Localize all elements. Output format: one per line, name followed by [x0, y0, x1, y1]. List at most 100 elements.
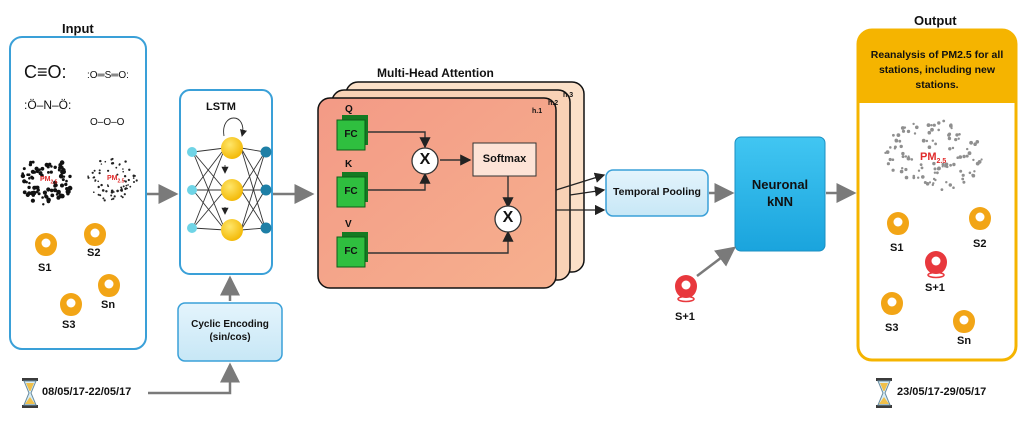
particle: [104, 160, 107, 163]
particle: [134, 175, 136, 177]
particle: [99, 194, 102, 197]
particle: [122, 168, 124, 170]
particle: [50, 193, 55, 198]
particle: [954, 138, 958, 142]
particle: [949, 124, 952, 127]
particle: [906, 129, 911, 134]
particle: [930, 124, 933, 127]
particle: [116, 173, 119, 176]
particle: [940, 188, 944, 192]
particle: [103, 199, 106, 202]
particle: [931, 139, 934, 142]
particle: [34, 185, 38, 190]
particle: [61, 178, 65, 182]
input-title: Input: [62, 21, 94, 36]
particle: [116, 189, 119, 193]
particle: [975, 140, 980, 144]
particle: [55, 193, 59, 196]
particle: [110, 191, 114, 194]
particle: [20, 173, 26, 179]
particle: [132, 174, 136, 178]
particle: [901, 167, 904, 170]
hourglass-icon: [875, 377, 893, 409]
cyclic-encoding-label: Cyclic Encoding (sin/cos): [178, 318, 282, 344]
particle: [915, 125, 919, 130]
particle: [58, 193, 64, 199]
particle: [885, 150, 890, 155]
particle: [44, 194, 48, 198]
particle: [944, 164, 947, 168]
particle: [958, 133, 961, 136]
particle: [41, 196, 44, 199]
cyclic-encoding-line2: (sin/cos): [209, 332, 251, 343]
key-label: K: [345, 159, 353, 170]
hourglass-icon: [21, 377, 39, 409]
fc-label-v: FC: [344, 246, 358, 257]
particle: [28, 181, 31, 185]
particle: [31, 190, 37, 196]
particle: [903, 126, 907, 129]
particle: [904, 155, 908, 158]
value-label: V: [345, 219, 352, 230]
particle: [968, 171, 972, 175]
output-date-range: 23/05/17-29/05/17: [897, 386, 987, 398]
particle: [932, 161, 936, 166]
particle: [100, 183, 103, 187]
particle: [917, 176, 920, 179]
particle: [107, 185, 110, 188]
multiply-node-v: [494, 205, 522, 233]
particle: [37, 192, 41, 196]
output-header-bg: [858, 30, 1016, 103]
particle: [121, 196, 124, 199]
particle: [132, 177, 135, 179]
new-station-pin-icon: [924, 250, 948, 279]
station-pin-icon: [98, 274, 120, 297]
station-pin-icon: [887, 212, 909, 235]
particle: [933, 167, 937, 171]
head-label-h1: h.1: [532, 108, 543, 115]
station-label-s3: S3: [62, 319, 76, 331]
particle: [127, 178, 130, 182]
particle: [961, 177, 965, 181]
particle: [48, 162, 52, 166]
particle: [65, 179, 68, 183]
particle: [921, 138, 926, 143]
particle: [927, 130, 932, 135]
particle: [25, 192, 30, 197]
fc-label-q: FC: [344, 129, 358, 140]
particle: [893, 145, 897, 149]
particle: [49, 188, 54, 193]
cyclic-encoding-line1: Cyclic Encoding: [191, 319, 269, 330]
particle: [53, 184, 57, 188]
particle: [94, 179, 97, 182]
particle: [99, 159, 102, 163]
particle: [920, 166, 924, 170]
particle: [118, 164, 121, 166]
knn-label: Neuronal kNN: [735, 176, 825, 210]
particle: [105, 190, 108, 193]
particle: [925, 139, 929, 143]
particle: [888, 157, 892, 162]
particle: [971, 173, 976, 178]
pm-label-input-sparse: PM2.5: [107, 175, 125, 185]
particle: [67, 185, 73, 191]
particle: [115, 166, 118, 169]
particle: [112, 191, 115, 193]
particle: [931, 183, 934, 187]
particle: [58, 173, 64, 179]
particle: [907, 155, 910, 158]
particle: [904, 167, 908, 172]
input-panel: [9, 36, 147, 350]
particle: [47, 171, 50, 174]
particle: [126, 187, 128, 190]
particle: [100, 163, 103, 165]
particle: [46, 187, 51, 192]
particle: [952, 162, 956, 167]
particle: [38, 171, 43, 176]
particle: [912, 174, 916, 178]
particle: [122, 185, 125, 188]
knn-line2: kNN: [766, 194, 793, 209]
particle: [937, 121, 941, 125]
particle: [125, 184, 128, 187]
particle: [27, 185, 31, 190]
